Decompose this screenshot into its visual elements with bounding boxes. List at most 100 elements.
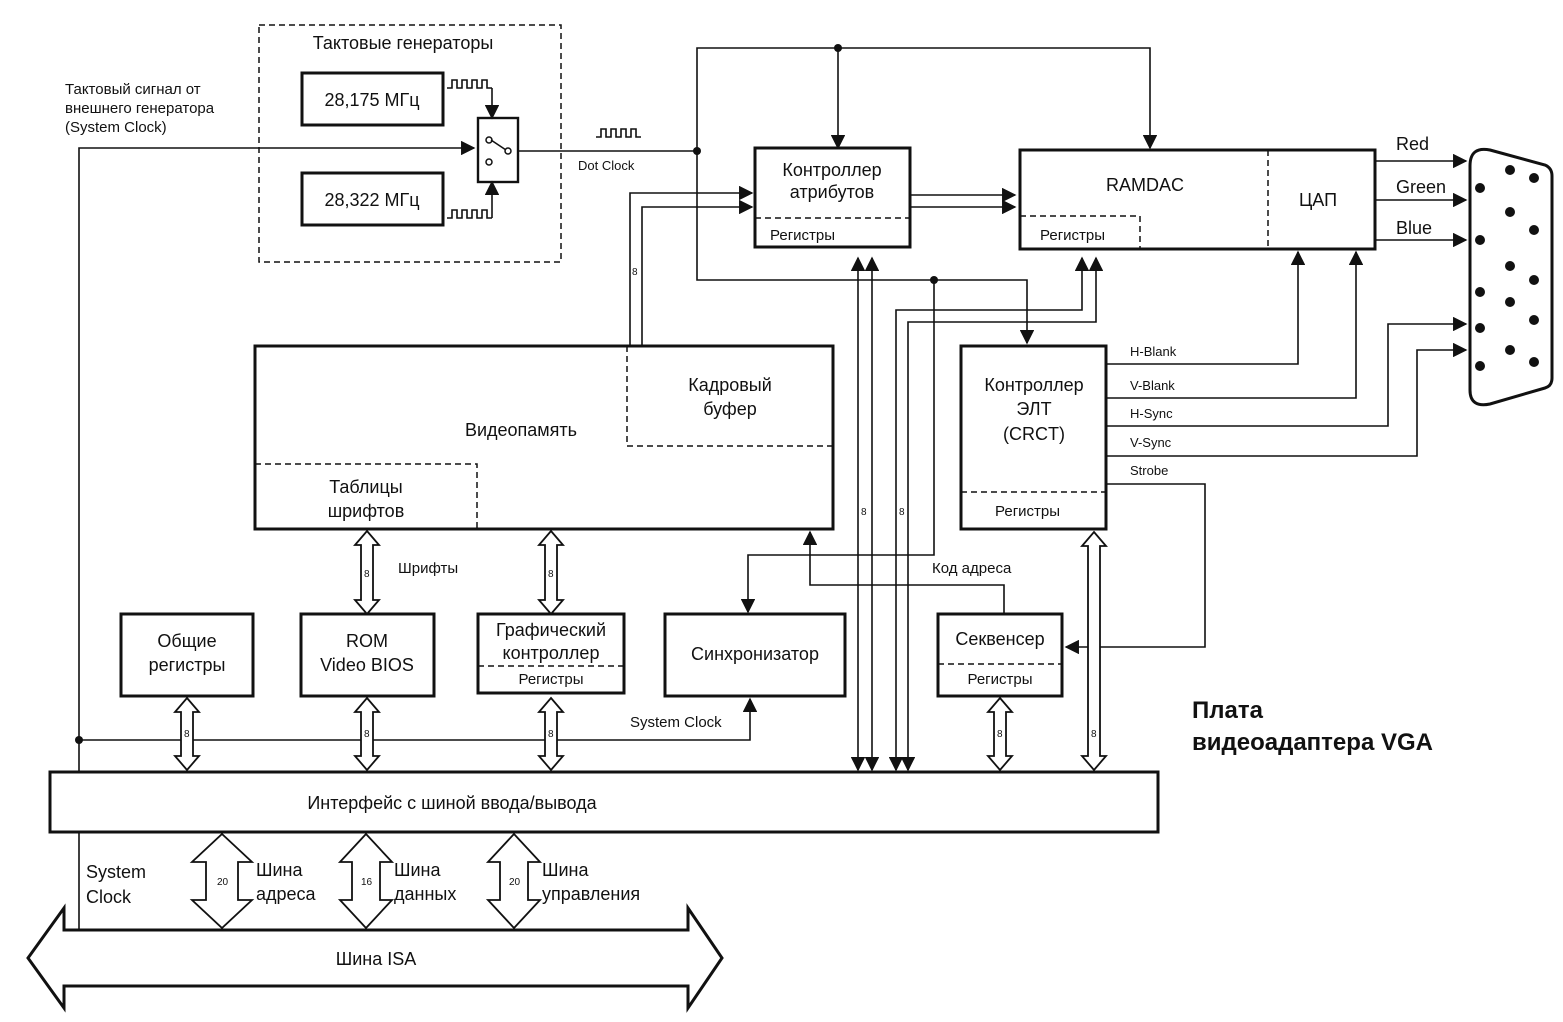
graphics-controller-registers: Регистры <box>518 671 583 688</box>
frame-buffer-label: Кадровый <box>688 375 772 395</box>
address-bus-label: Шина <box>256 860 303 880</box>
system-clock-inner-label: System Clock <box>630 714 722 731</box>
control-bus-label: управления <box>542 884 640 904</box>
rgb-blue-label: Blue <box>1396 218 1432 238</box>
fonts-label: Шрифты <box>398 560 458 577</box>
crt-controller-label: (CRCT) <box>1003 424 1065 444</box>
isa-bus-arrow-icon <box>26 903 724 1013</box>
sequencer-registers: Регистры <box>967 671 1032 688</box>
switch-contact-icon <box>485 158 493 166</box>
bus-width-label: 8 <box>861 507 867 518</box>
synchronizer-block <box>663 612 847 698</box>
signal-label: Strobe <box>1130 463 1168 478</box>
rgb-red-label: Red <box>1396 134 1429 154</box>
io-interface-label: Интерфейс с шиной ввода/вывода <box>307 793 597 813</box>
signal-label: V-Blank <box>1130 378 1175 393</box>
bus-width-label: 20 <box>217 877 229 888</box>
crt-controller-label: ЭЛТ <box>1016 399 1051 419</box>
sequencer-label: Секвенсер <box>955 629 1044 649</box>
bus-width-label: 8 <box>184 729 190 740</box>
crt-controller-registers: Регистры <box>995 503 1060 520</box>
oscillator-28322 <box>300 171 445 227</box>
sequencer-block <box>936 612 1064 698</box>
video-memory-label: Видеопамять <box>465 420 577 440</box>
io-interface-block <box>48 770 1160 834</box>
general-registers-label: Общие <box>157 631 216 651</box>
double-arrow-icon <box>537 696 565 772</box>
graphics-controller-label: контроллер <box>503 643 600 663</box>
font-tables-label: Таблицы <box>329 477 403 497</box>
system-clock-outer-label: Clock <box>86 887 132 907</box>
frame-buffer-label: буфер <box>703 399 757 419</box>
rgb-green-label: Green <box>1396 177 1446 197</box>
oscillator-28322-label: 28,322 МГц <box>324 190 419 210</box>
ramdac-registers: Регистры <box>1040 227 1105 244</box>
crt-controller-block <box>959 344 1108 531</box>
board-title: видеоадаптера VGA <box>1192 729 1433 756</box>
system-clock-outer-label: System <box>86 862 146 882</box>
signal-label: V-Sync <box>1130 435 1172 450</box>
isa-bus-label: Шина ISA <box>336 949 417 969</box>
rom-label: Video BIOS <box>320 655 414 675</box>
ramdac-label: RAMDAC <box>1106 175 1184 195</box>
pulse-wave-icon <box>447 79 492 89</box>
oscillator-28175 <box>300 71 445 127</box>
address-code-label: Код адреса <box>932 560 1012 577</box>
font-tables-label: шрифтов <box>328 501 405 521</box>
bus-width-label: 8 <box>364 569 370 580</box>
bus-width-label: 16 <box>361 877 373 888</box>
bus-width-label: 8 <box>997 729 1003 740</box>
system-clock-line <box>78 140 476 930</box>
switch-lever <box>490 139 507 151</box>
data-bus-label: Шина <box>394 860 441 880</box>
external-clock-note: (System Clock) <box>65 119 167 136</box>
bus-width-label: 8 <box>632 267 638 278</box>
clock-generators-title: Тактовые генераторы <box>313 33 494 53</box>
rom-bios-block <box>299 612 436 698</box>
control-bus-arrow-icon <box>485 832 543 930</box>
attribute-controller-block <box>753 146 912 249</box>
dac-label: ЦАП <box>1299 190 1337 210</box>
double-arrow-icon <box>353 696 381 772</box>
clock-generators-group: Тактовые генераторы 28,175 МГц 28,322 МГ… <box>258 24 562 263</box>
clock-generators-frame <box>258 24 562 263</box>
external-clock-note: внешнего генератора <box>65 100 215 117</box>
clock-selector-switch <box>476 116 520 184</box>
address-bus-arrow-icon <box>189 832 255 930</box>
double-arrow-icon <box>537 529 565 616</box>
bus-width-label: 8 <box>1091 729 1097 740</box>
crt-controller-label: Контроллер <box>984 375 1083 395</box>
double-arrow-icon <box>353 529 381 616</box>
system-clock-internal-line <box>79 697 758 741</box>
attribute-controller-label: атрибутов <box>790 182 874 202</box>
general-registers-label: регистры <box>149 655 226 675</box>
data-bus-arrow-icon <box>337 832 395 930</box>
switch-contact-icon <box>504 147 512 155</box>
oscillator-28175-label: 28,175 МГц <box>324 90 419 110</box>
control-bus-label: Шина <box>542 860 589 880</box>
general-registers-block <box>119 612 255 698</box>
graphics-controller-block <box>476 612 626 695</box>
bus-width-label: 8 <box>364 729 370 740</box>
data-bus-label: данных <box>394 884 456 904</box>
synchronizer-label: Синхронизатор <box>691 644 819 664</box>
vga-connector-icon <box>1468 147 1554 407</box>
external-clock-note: Тактовый сигнал от <box>65 81 201 98</box>
board-title: Плата <box>1192 697 1264 724</box>
attribute-controller-label: Контроллер <box>782 160 881 180</box>
graphics-controller-label: Графический <box>496 620 606 640</box>
signal-label: H-Sync <box>1130 406 1173 421</box>
attribute-controller-registers: Регистры <box>770 227 835 244</box>
bus-width-label: 8 <box>899 507 905 518</box>
pulse-wave-icon <box>596 128 641 138</box>
bus-width-label: 20 <box>509 877 521 888</box>
double-arrow-icon <box>986 696 1014 772</box>
dot-clock-label: Dot Clock <box>578 158 635 173</box>
double-arrow-icon <box>173 696 201 772</box>
rom-label: ROM <box>346 631 388 651</box>
bus-width-label: 8 <box>548 569 554 580</box>
signal-label: H-Blank <box>1130 344 1177 359</box>
address-bus-label: адреса <box>256 884 317 904</box>
double-arrow-icon <box>1080 530 1108 772</box>
